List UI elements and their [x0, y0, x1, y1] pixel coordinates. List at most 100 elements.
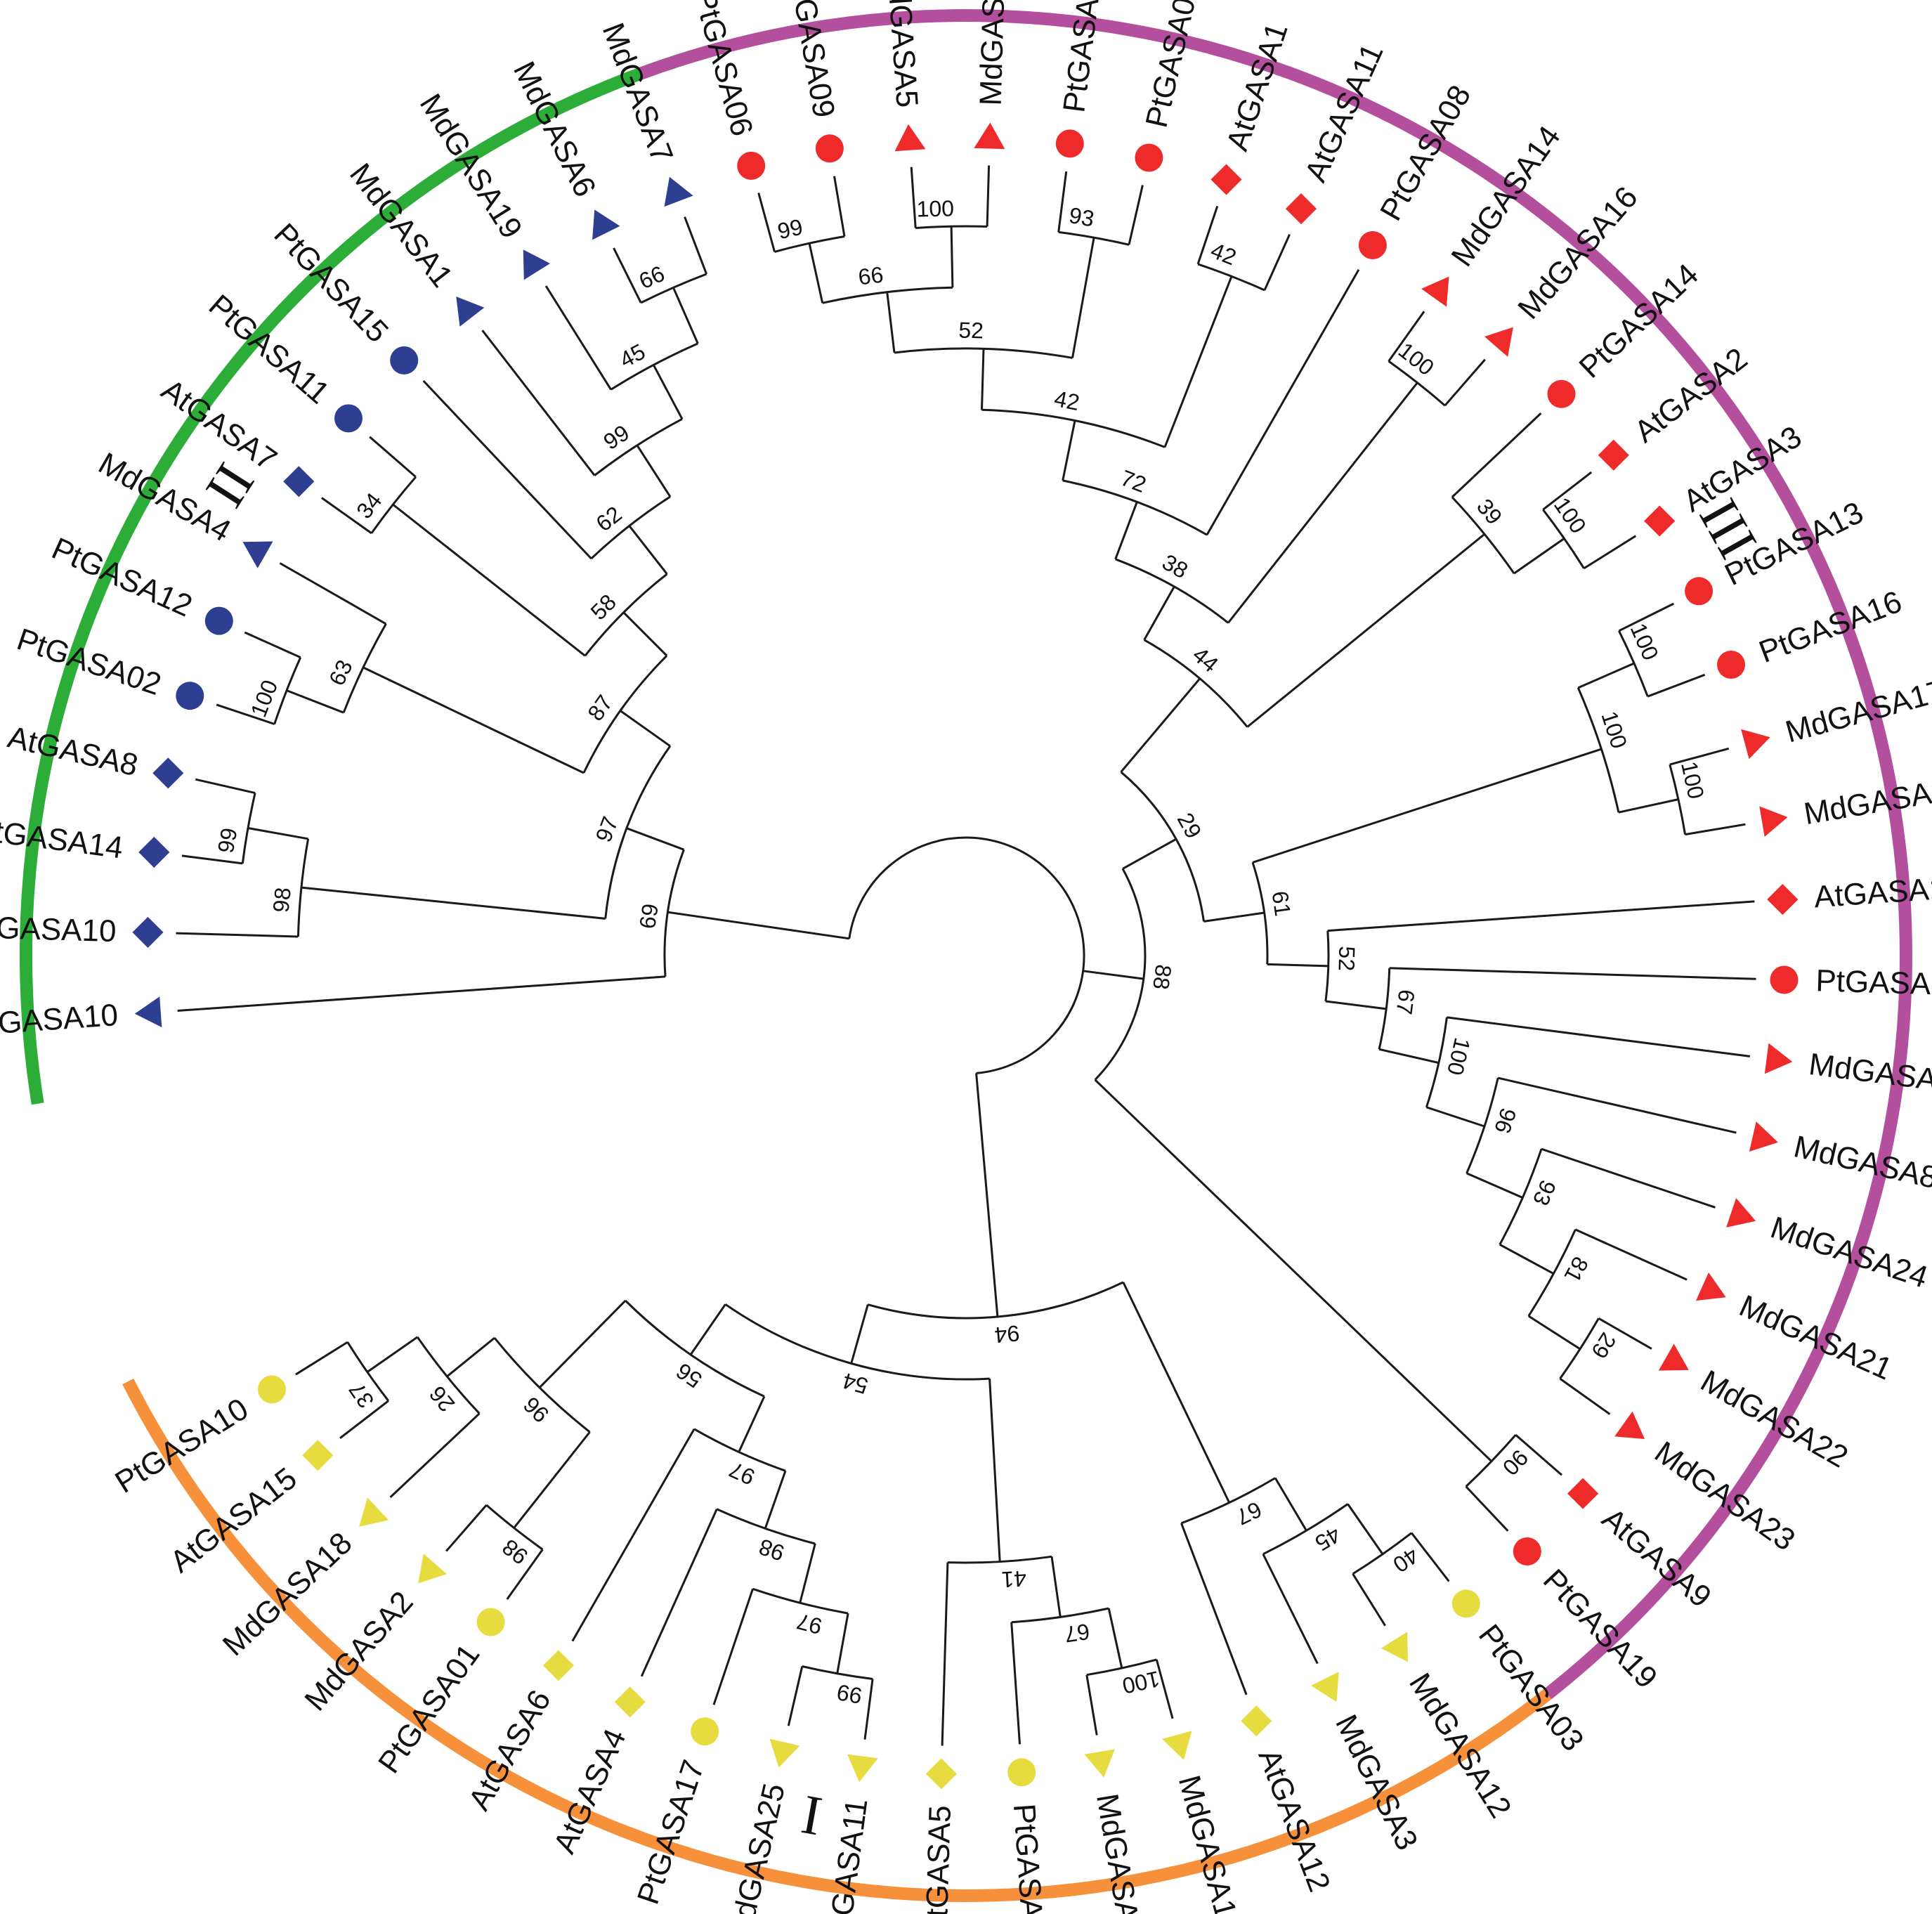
tree-branches: [176, 165, 1756, 1746]
leaf-marker-circle: [476, 1608, 505, 1636]
branch-segment: [1163, 275, 1233, 448]
clade-label-I: I: [797, 1783, 827, 1847]
branch-arc: [1180, 1477, 1276, 1525]
branch-segment: [787, 1666, 804, 1726]
branch-arc: [1451, 496, 1515, 574]
branch-segment: [339, 1400, 389, 1439]
branch-segment: [1618, 602, 1674, 632]
bootstrap-value: 99: [775, 214, 804, 244]
branch-arc: [342, 623, 387, 713]
branch-segment: [1143, 586, 1175, 641]
leaf-marker-triangle: [1749, 1121, 1778, 1152]
branch-segment: [1122, 838, 1177, 870]
bootstrap-value: 100: [916, 195, 954, 221]
leaf-marker-triangle: [1658, 1343, 1689, 1371]
branch-segment: [301, 886, 606, 920]
branch-segment: [1527, 1315, 1581, 1350]
leaf-marker-circle: [1358, 231, 1387, 259]
leaf-marker-diamond: [1241, 1705, 1272, 1737]
branch-segment: [988, 1379, 1001, 1562]
leaf-marker-triangle: [1614, 1411, 1645, 1439]
branch-arc: [493, 1337, 591, 1433]
branch-segment: [1352, 1573, 1386, 1627]
branch-segment: [836, 1613, 849, 1674]
branch-arc: [1262, 1503, 1349, 1556]
branch-arc: [1527, 1229, 1577, 1317]
leaf-marker-triangle: [1484, 327, 1513, 357]
branch-arc: [1577, 687, 1620, 813]
branch-segment: [1325, 1000, 1387, 1010]
branch-arc: [1062, 479, 1208, 536]
clade-arc-II: [19, 44, 712, 1105]
branch-arc: [752, 1587, 849, 1615]
leaf-marker-circle: [204, 606, 233, 635]
branch-arc: [594, 417, 683, 476]
bootstrap-value: 63: [324, 656, 358, 689]
branch-arc: [590, 495, 671, 560]
leaf-marker-circle: [258, 1375, 286, 1404]
bootstrap-value: 100: [1676, 759, 1709, 801]
branch-arc: [724, 1303, 990, 1381]
leaf-marker-diamond: [614, 1686, 646, 1718]
branch-segment: [1274, 1477, 1307, 1532]
bootstrap-value: 41: [1000, 1565, 1027, 1592]
leaf-label: PtGASA15: [267, 217, 395, 349]
leaf-label: MdGASA14: [1444, 119, 1567, 273]
bootstrap-value: 88: [1148, 963, 1176, 991]
leaf-marker-diamond: [132, 916, 164, 948]
leaf-marker-circle: [334, 404, 363, 433]
bootstrap-value: 52: [1333, 946, 1359, 972]
branch-segment: [389, 1412, 481, 1498]
branch-segment: [833, 176, 846, 237]
branch-segment: [975, 1073, 999, 1317]
branch-segment: [652, 364, 684, 420]
leaf-label: AtGASA4: [547, 1724, 633, 1858]
branch-segment: [321, 497, 372, 535]
leaf-label: PtGASA14: [1572, 257, 1704, 385]
leaf-marker-triangle: [523, 249, 551, 280]
branch-segment: [1347, 1503, 1384, 1555]
leaf-marker-circle: [737, 151, 766, 180]
branch-arc: [1324, 930, 1330, 1002]
bootstrap-value: 98: [268, 886, 295, 913]
bootstrap-value: 54: [840, 1368, 870, 1399]
leaf-marker-circle: [1717, 651, 1745, 679]
branch-segment: [369, 436, 417, 478]
branch-segment: [1263, 233, 1291, 291]
branch-segment: [538, 1299, 627, 1388]
branch-segment: [757, 193, 776, 252]
leaf-label: AtGASA13: [1813, 870, 1932, 914]
leaf-marker-diamond: [1285, 193, 1317, 225]
branch-segment: [1388, 311, 1425, 362]
leaf-marker-triangle: [664, 176, 693, 207]
branch-segment: [1577, 662, 1635, 689]
branch-segment: [1389, 967, 1756, 980]
branch-arc: [894, 347, 1073, 359]
bootstrap-value: 72: [1117, 465, 1149, 497]
leaf-label: MdGASA8: [1791, 1129, 1932, 1195]
branch-segment: [513, 1431, 591, 1529]
leaf-marker-circle: [1685, 577, 1714, 606]
branch-arc: [485, 1504, 544, 1551]
leaf-label: MdGASA10: [0, 998, 119, 1043]
branch-segment: [689, 1303, 726, 1355]
branch-arc: [1542, 509, 1585, 569]
branch-segment: [712, 1588, 754, 1705]
leaf-label: AtGASA8: [4, 720, 141, 783]
branch-segment: [392, 503, 586, 657]
branch-arc: [625, 1299, 765, 1398]
leaf-marker-diamond: [925, 1758, 957, 1790]
branch-segment: [176, 932, 299, 938]
branch-segment: [764, 1470, 787, 1529]
branch-segment: [1497, 1076, 1737, 1134]
bootstrap-value: 29: [1173, 809, 1207, 843]
branch-segment: [571, 1428, 696, 1642]
leaf-marker-triangle: [894, 124, 926, 152]
branch-segment: [1252, 748, 1602, 864]
leaf-marker-triangle: [1162, 1731, 1192, 1760]
bootstrap-value: 97: [794, 1608, 824, 1639]
branch-segment: [1057, 171, 1068, 233]
leaf-marker-circle: [1451, 1589, 1480, 1618]
branch-arc: [947, 1555, 1052, 1564]
leaf-marker-circle: [1513, 1537, 1541, 1565]
